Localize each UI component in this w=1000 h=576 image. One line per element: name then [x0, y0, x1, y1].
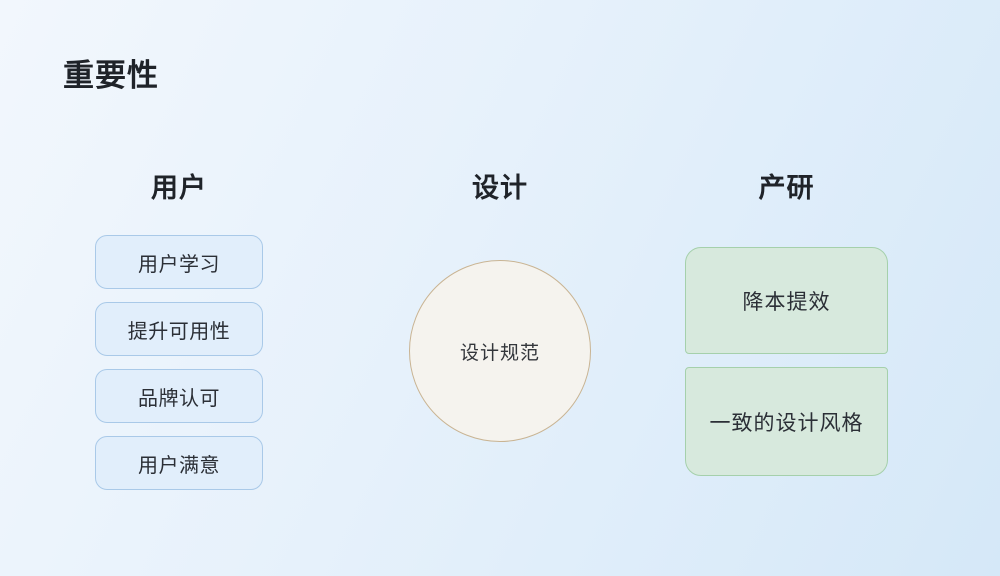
product-box-efficiency: 降本提效	[685, 247, 888, 354]
column-header-design: 设计	[472, 173, 528, 203]
product-box-consistency: 一致的设计风格	[685, 367, 888, 476]
page-title: 重要性	[63, 58, 159, 93]
user-box-usability: 提升可用性	[95, 302, 263, 356]
user-box-learning: 用户学习	[95, 235, 263, 289]
column-header-product: 产研	[758, 173, 815, 203]
column-header-users: 用户	[151, 173, 207, 203]
user-box-satisfaction: 用户满意	[95, 436, 263, 490]
design-spec-circle: 设计规范	[409, 260, 591, 442]
user-box-brand: 品牌认可	[95, 369, 263, 423]
